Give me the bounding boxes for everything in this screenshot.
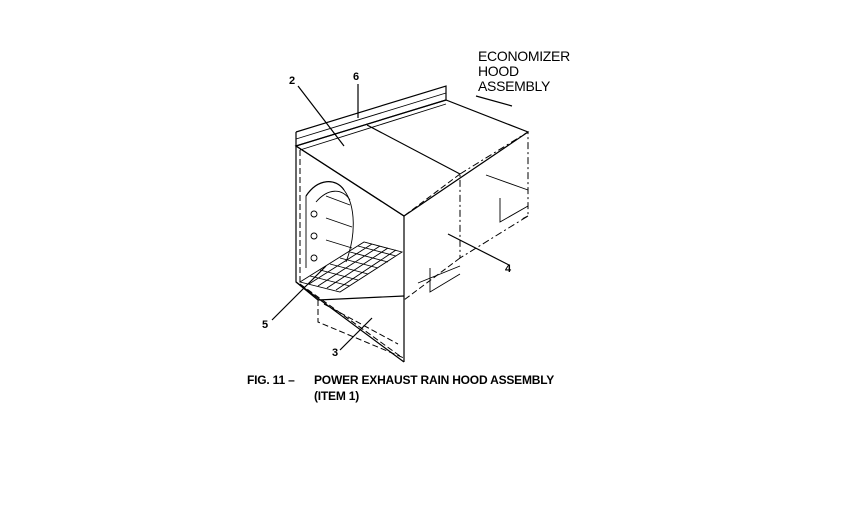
figure-number: FIG. 11 – <box>247 373 295 387</box>
top-flange <box>295 85 447 147</box>
figure-title: POWER EXHAUST RAIN HOOD ASSEMBLY <box>314 373 555 387</box>
leader-lines <box>271 84 513 351</box>
callout-3: 3 <box>332 347 338 359</box>
internal-baffle <box>305 181 354 268</box>
callout-6: 6 <box>353 71 359 83</box>
economizer-hood-outline <box>403 131 529 301</box>
callout-2: 2 <box>289 75 295 87</box>
economizer-label-line2: HOOD <box>478 63 519 79</box>
exhaust-screen-grid <box>298 241 404 293</box>
callout-5: 5 <box>262 319 268 331</box>
hood-front-panel <box>295 145 405 362</box>
economizer-label-line3: ASSEMBLY <box>478 78 551 94</box>
hood-top-panel <box>294 99 530 217</box>
economizer-label-line1: ECONOMIZER <box>478 48 570 64</box>
callout-4: 4 <box>505 263 512 275</box>
figure-subtitle: (ITEM 1) <box>314 389 360 403</box>
